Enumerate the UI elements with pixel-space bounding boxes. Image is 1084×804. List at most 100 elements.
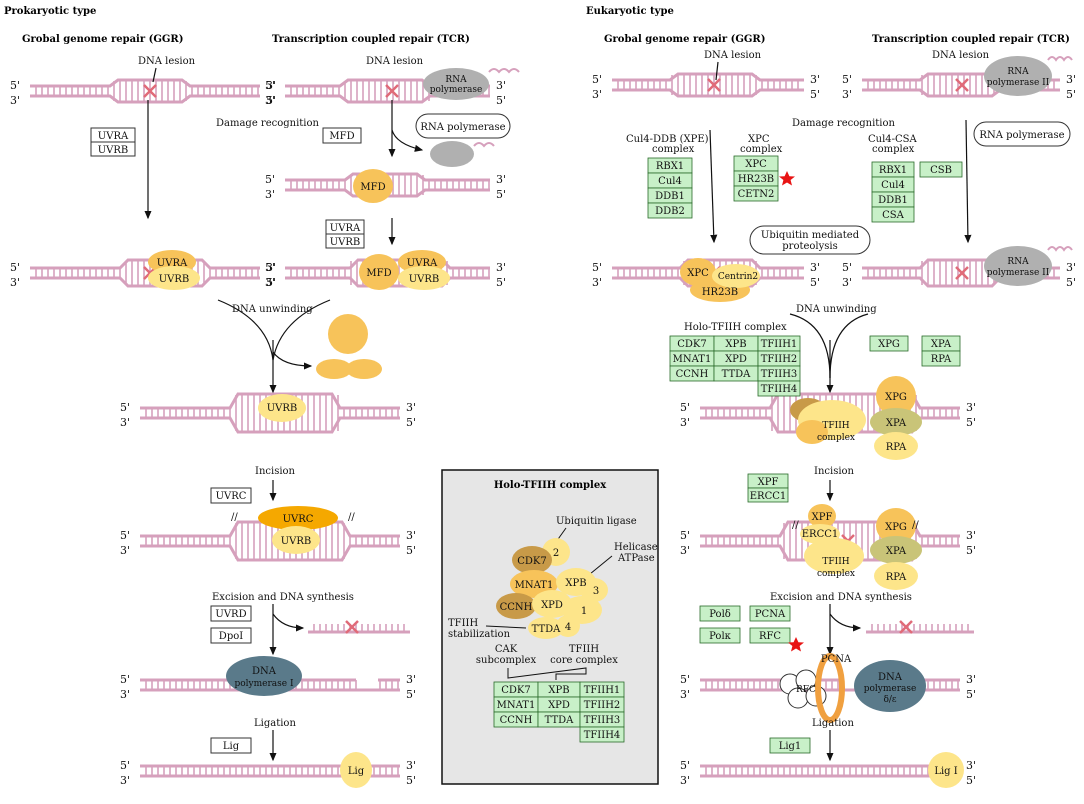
rfc-shape-label: RFC [796,685,816,695]
xpg-shape-label-2: XPG [885,522,907,533]
inset-mnat1: MNAT1 [515,580,554,591]
excision-euk: Excision and DNA synthesis [770,592,912,603]
dna-unwinding-prok: DNA unwinding [232,304,313,315]
svg-text:polymerase: polymerase [430,85,483,95]
svg-text:3': 3' [496,261,506,274]
svg-text:5': 5' [406,544,416,557]
xpa-shape-label: XPA [886,418,907,429]
svg-text:TFIIH: TFIIH [569,644,600,655]
cul4-csa-box-item-cul4: Cul4 [881,180,905,191]
xpc-complex-box-item-hr23b: HR23B [738,174,774,185]
svg-text:5': 5' [966,416,976,429]
rna-polymerase-ii-stalled: RNA polymerase II [984,246,1052,286]
svg-text:5': 5' [120,759,130,772]
uvrc-box-label: UVRC [216,491,247,502]
svg-text:3': 3' [265,276,275,289]
inset-title: Holo-TFIIH complex [494,480,607,491]
uvra-uvrb-box-tcr[interactable]: UVRA UVRB [325,219,365,249]
pcna-box[interactable]: PCNA [749,605,791,622]
inset-xpb: XPB [565,578,586,589]
xpf-ercc1-box[interactable]: XPF ERCC1 [747,473,789,503]
svg-text:complex: complex [740,144,783,155]
lig-box[interactable]: Lig [210,737,252,754]
euk-holo-tfiih-grid-cell-cdk7: CDK7 [677,339,707,350]
svg-text:5': 5' [496,94,506,107]
pold-box[interactable]: Polδ [699,605,741,622]
euk-tcr-lesion-label: DNA lesion [932,50,990,61]
svg-text:ATPase: ATPase [617,553,655,564]
euk-tcr-title: Transcription coupled repair (TCR) [872,34,1070,45]
svg-text:3': 3' [680,774,690,787]
svg-text:5': 5' [406,688,416,701]
uvra-shape-label-2: UVRA [407,258,438,269]
uvra-uvrb-box[interactable]: UVRA UVRB [90,127,136,157]
inset-tfiih-grid-cell-xpb: XPB [548,685,569,696]
holo-tfiih-title-euk: Holo-TFIIH complex [684,322,787,333]
euk-holo-tfiih-grid-cell-xpb: XPB [725,339,746,350]
cul4-csa-box-item-rbx1: RBX1 [879,165,907,176]
cul4-csa-box-item-ddb1: DDB1 [878,195,908,206]
euk-holo-tfiih-grid-cell-tfiih1: TFIIH1 [761,339,798,350]
svg-text:3': 3' [842,88,852,101]
uvrc-uvrb-incision: UVRC UVRB [258,506,338,554]
cul4-ddb-box-item-ddb1: DDB1 [655,191,685,202]
ligation-euk: Ligation [812,718,854,729]
svg-text:stabilization: stabilization [448,629,511,640]
cul4-csa-box-item-csa: CSA [882,210,905,221]
xpf-shape-label: XPF [812,512,833,523]
svg-text:3': 3' [10,276,20,289]
euk-ggr-lesion-label: DNA lesion [704,50,762,61]
svg-text:DNA: DNA [252,666,277,677]
svg-text:complex: complex [817,433,855,443]
mfd-label: MFD [329,131,354,142]
svg-text:5': 5' [592,261,602,274]
svg-text://: // [912,520,919,531]
uvrd-box[interactable]: UVRD [210,605,252,622]
svg-text:3': 3' [406,401,416,414]
rna-polymerase-shape: RNA polymerase [423,68,489,100]
svg-text:5': 5' [10,79,20,92]
svg-text://: // [792,520,799,531]
incision-complex: XPF ERCC1 TFIIH complex XPG XPA RPA [800,504,922,590]
svg-text:polymerase II: polymerase II [987,268,1050,278]
mfd-uvra-uvrb-on-dna: MFD UVRA UVRB [359,250,450,290]
euk-holo-tfiih-grid-cell-ttda: TTDA [722,369,752,380]
dpoi-box[interactable]: DpoI [210,627,252,644]
svg-text:3': 3' [966,673,976,686]
ercc1-box-label: ERCC1 [750,491,787,502]
svg-text:Ubiquitin mediated: Ubiquitin mediated [761,230,860,241]
svg-text:Cul4-CSA: Cul4-CSA [868,134,918,145]
red-star-hr23b [779,171,795,186]
svg-text:Cul4-DDB (XPE): Cul4-DDB (XPE) [626,134,709,145]
inset-tfiih-grid-cell-tfiih4: TFIIH4 [584,730,621,741]
svg-text:5': 5' [810,276,820,289]
svg-text:RNA: RNA [445,75,467,85]
polk-box[interactable]: Polκ [699,627,741,644]
svg-text:5': 5' [496,188,506,201]
svg-text:5': 5' [120,529,130,542]
xpg-shape-label: XPG [885,392,907,403]
xpg-box[interactable]: XPG [869,335,909,352]
rfc-box[interactable]: RFC [749,627,791,644]
uvrc-shape-label: UVRC [283,514,314,525]
mfd-box[interactable]: MFD [322,127,362,144]
svg-text:subcomplex: subcomplex [476,655,537,666]
inset-n3: 3 [593,586,599,597]
damage-recognition-euk: Damage recognition [792,118,896,129]
svg-text:complex: complex [652,144,695,155]
inset-n2: 2 [553,548,559,559]
xpc-complex-on-dna: XPC Centrin2 HR23B [680,258,760,302]
dna-prok-incision: 5'3'3'5' [120,520,416,562]
csb-box[interactable]: CSB [919,161,963,178]
lig1-box[interactable]: Lig1 [769,737,811,754]
dna-prok-ggr-2: 5'3'3'5' [10,258,276,289]
uvrc-box[interactable]: UVRC [210,487,252,504]
